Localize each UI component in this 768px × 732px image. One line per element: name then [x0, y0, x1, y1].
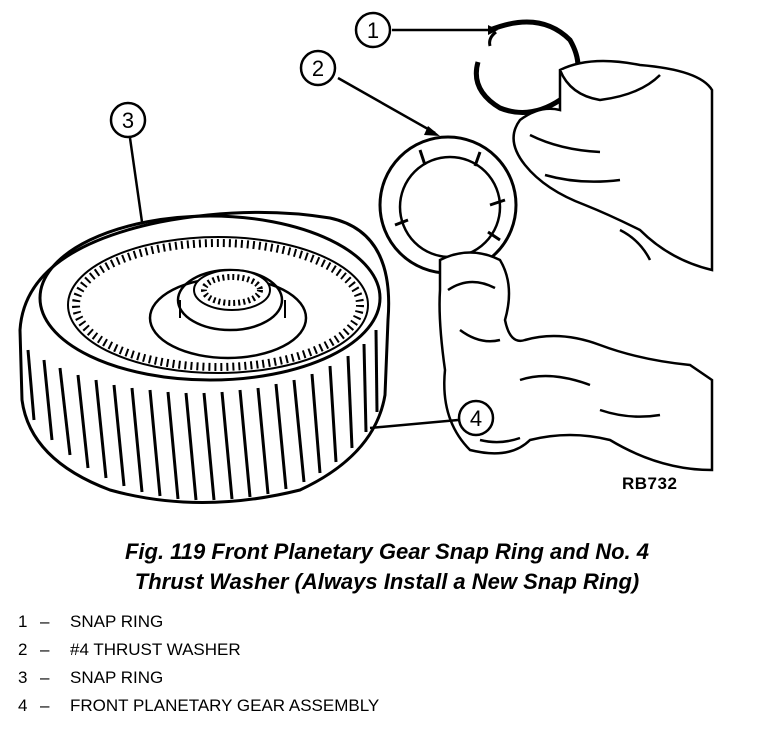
callout-2: 2: [299, 49, 337, 87]
legend-label: SNAP RING: [70, 612, 164, 631]
legend-dash: –: [40, 696, 50, 715]
leader-line-2: [337, 76, 436, 135]
legend-item: 1– SNAP RING: [18, 608, 379, 636]
legend-label: #4 THRUST WASHER: [70, 640, 241, 659]
callout-4: 4: [457, 399, 495, 437]
legend-dash: –: [40, 668, 50, 687]
callout-3: 3: [109, 101, 147, 139]
hand-lower: [438, 251, 714, 472]
figure-caption: Fig. 119 Front Planetary Gear Snap Ring …: [22, 537, 752, 597]
legend-number: 3: [18, 668, 28, 687]
legend-number: 1: [18, 612, 28, 631]
legend-number: 4: [18, 696, 28, 715]
legend-item: 4– FRONT PLANETARY GEAR ASSEMBLY: [18, 692, 379, 720]
leader-line-4: [369, 418, 459, 430]
legend-label: SNAP RING: [70, 668, 164, 687]
planetary-gear-assembly: [18, 210, 391, 504]
svg-text:4: 4: [470, 406, 482, 431]
legend-item: 2– #4 THRUST WASHER: [18, 636, 379, 664]
legend-dash: –: [40, 640, 50, 659]
hand-upper: [512, 59, 714, 272]
leader-lines: [128, 25, 498, 430]
svg-text:2: 2: [312, 56, 324, 81]
legend-dash: –: [40, 612, 50, 631]
svg-text:1: 1: [367, 18, 379, 43]
parts-legend: 1–SNAP RING 2–#4 THRUST WASHER 3–SNAP RI…: [18, 608, 379, 720]
caption-line-1: Fig. 119 Front Planetary Gear Snap Ring …: [124, 539, 650, 564]
legend-item: 3– SNAP RING: [18, 664, 379, 692]
caption-line-2: Thrust Washer (Always Install a New Snap…: [134, 569, 640, 594]
leader-line-3: [128, 137, 144, 223]
figure-reference-id: RB732: [622, 474, 678, 493]
legend-number: 2: [18, 640, 28, 659]
legend-label: FRONT PLANETARY GEAR ASSEMBLY: [70, 696, 380, 715]
callout-1: 1: [354, 11, 392, 49]
thrust-washer: [378, 135, 518, 275]
planetary-gear-illustration: 1 2 3 4: [18, 11, 714, 504]
svg-text:3: 3: [122, 108, 134, 133]
